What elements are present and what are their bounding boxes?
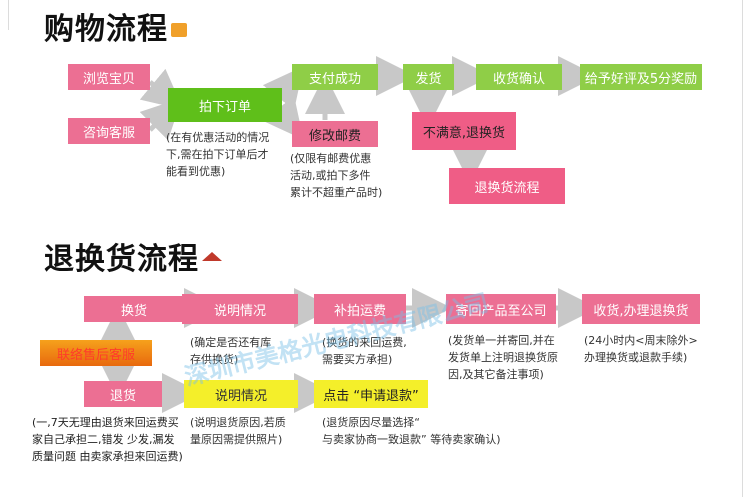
paid-box: 支付成功 <box>292 64 378 90</box>
receive-box: 收货确认 <box>476 64 562 90</box>
frame-line <box>742 0 743 497</box>
frame-line <box>8 0 9 30</box>
receipt-note: (24小时内<周末除外> 办理换货或退款手续) <box>584 334 698 364</box>
explain1-box: 说明情况 <box>182 294 298 324</box>
send-back-box: 寄回产品至公司 <box>446 294 556 324</box>
shipping-fee-box: 补拍运费 <box>314 294 406 324</box>
refund-box: 退货 <box>84 381 162 407</box>
apply-note: (退货原因尽量选择“ 与卖家协商一致退款” 等待卖家确认) <box>322 416 501 446</box>
explain2-note: (说明退货原因,若质 量原因需提供照片) <box>190 416 286 446</box>
contact-box: 联络售后客服 <box>40 340 152 366</box>
shopping-title: 购物流程 <box>44 4 187 48</box>
review-box: 给予好评及5分奖励 <box>580 64 702 90</box>
send-back-note: (发货单一并寄回,并在 发货单上注明退换货原 因,及其它备注事项) <box>448 334 558 381</box>
ship-box: 发货 <box>403 64 454 90</box>
explain1-note: (确定是否还有库 存供换货) <box>190 336 272 366</box>
shipping-fee-note: (换货的来回运费, 需要买方承担) <box>322 336 407 366</box>
consult-box: 咨询客服 <box>68 118 150 144</box>
return-flow-box: 退换货流程 <box>449 168 565 204</box>
order-box: 拍下订单 <box>168 88 282 122</box>
exchange-box: 换货 <box>84 296 184 322</box>
returns-title: 退换货流程 <box>44 234 222 278</box>
modify-box: 修改邮费 <box>292 121 378 147</box>
apply-box: 点击 “申请退款” <box>314 380 428 408</box>
bag-icon <box>171 23 187 37</box>
receipt-box: 收货,办理退换货 <box>582 294 700 324</box>
order-note: (在有优惠活动的情况 下,需在拍下订单后才 能看到优惠) <box>166 131 270 178</box>
explain2-box: 说明情况 <box>184 380 298 408</box>
unsatisfied-box: 不满意,退换货 <box>412 112 516 150</box>
refund-note: (一,7天无理由退货来回运费买 家自己承担二,错发 少发,漏发 质量问题 由卖家… <box>32 416 183 463</box>
modify-note: (仅限有邮费优惠 活动,或拍下多件 累计不超重产品时) <box>290 152 383 199</box>
house-icon <box>202 252 222 261</box>
browse-box: 浏览宝贝 <box>68 64 150 90</box>
